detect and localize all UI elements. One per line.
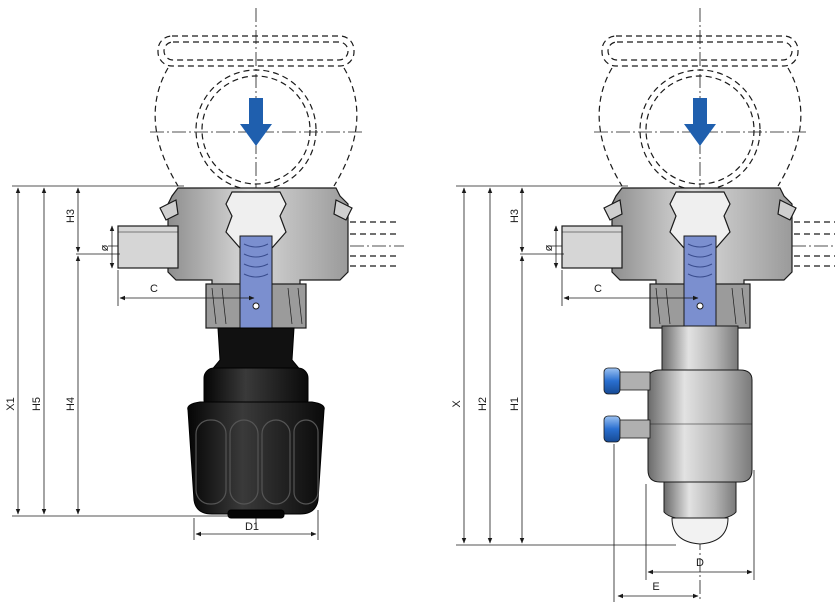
left-handwheel: [187, 327, 325, 519]
label-h4: H4: [65, 397, 77, 411]
right-flow-arrow: [684, 98, 716, 146]
left-valve-view: X1 H5 H4 H3 ø C D1: [5, 8, 404, 540]
right-valve-body: [561, 187, 797, 329]
left-dimensions: [12, 185, 319, 540]
left-stem: [239, 235, 273, 329]
label-d1: D1: [245, 521, 259, 533]
label-diameter: ø: [99, 244, 111, 251]
label-e: E: [652, 581, 659, 593]
label-x1: X1: [5, 397, 17, 410]
label-h2: H2: [477, 397, 489, 411]
left-dimension-labels: X1 H5 H4 H3 ø C D1: [5, 209, 259, 533]
label-h3: H3: [65, 209, 77, 223]
label-h5: H5: [31, 397, 43, 411]
label-c-right: C: [594, 283, 602, 295]
label-c: C: [150, 283, 158, 295]
air-fitting-lower-icon: [603, 415, 621, 443]
label-h3-right: H3: [509, 209, 521, 223]
label-x: X: [451, 400, 463, 408]
label-diameter-right: ø: [543, 244, 555, 251]
left-flow-arrow: [240, 98, 272, 146]
air-fitting-upper-icon: [603, 367, 621, 395]
left-valve-body: [117, 187, 353, 329]
label-d: D: [696, 557, 704, 569]
label-h1: H1: [509, 397, 521, 411]
right-dimension-labels: X H2 H1 H3 ø C D E: [451, 209, 704, 593]
right-dimensions: [456, 185, 755, 602]
right-air-fittings: [603, 367, 651, 443]
right-stem: [683, 235, 717, 329]
right-valve-view: X H2 H1 H3 ø C D E: [451, 8, 835, 602]
right-actuator: [647, 325, 753, 545]
